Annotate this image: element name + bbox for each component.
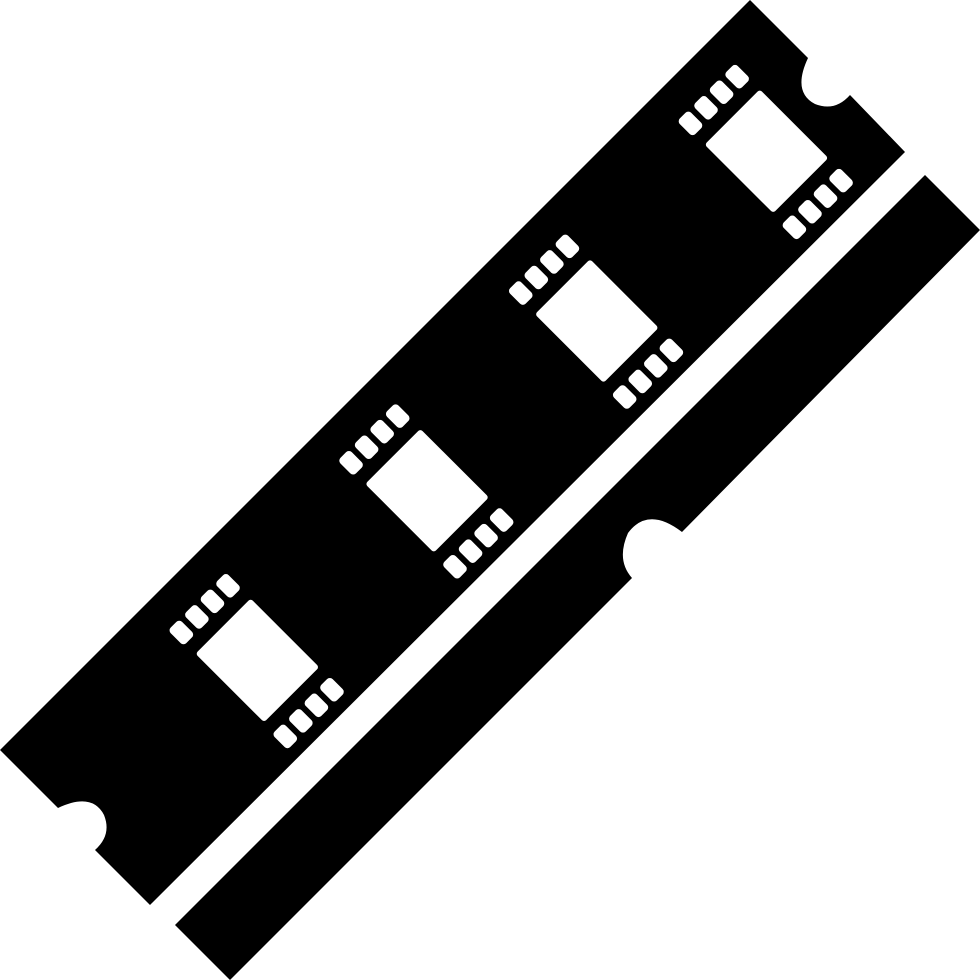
memory-board: [0, 0, 905, 905]
memory-board-body: [0, 0, 905, 905]
edge-connector-body: [175, 175, 980, 980]
edge-connector-strip: [175, 175, 980, 980]
